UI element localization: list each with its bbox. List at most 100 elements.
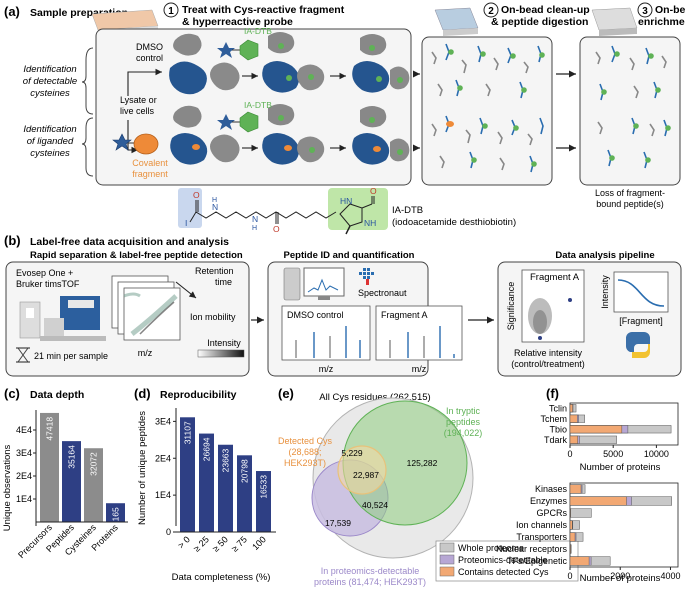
atom-o1: O [193, 190, 200, 200]
f-top-ytick-0: Tclin [549, 403, 567, 413]
f-top-xtick-2: 10000 [644, 449, 669, 459]
c-ytick-3: 3E4 [16, 448, 32, 458]
f-top-bar-1-2 [569, 414, 578, 423]
c-xtick-0: Precursors [16, 522, 54, 560]
tryptic-label-line2: peptides [446, 417, 481, 427]
box1-title: Rapid separation & label-free peptide de… [30, 250, 243, 261]
panel-c-yticks: 1E4 2E4 3E4 4E4 [16, 425, 36, 504]
panel-d-label: (d) [134, 386, 151, 401]
panel-b-label: (b) [4, 233, 21, 248]
d-xtick-2: ≥ 50 [211, 534, 230, 553]
f-bottom-bar-3-2 [569, 520, 573, 530]
lysate-label-line2: live cells [120, 106, 155, 116]
atom-h2: H [252, 225, 257, 232]
panel-d-xlabel: Data completeness (%) [172, 572, 271, 583]
probe-dots-step2 [448, 49, 545, 167]
f-bottom-ytick-4: Transporters [516, 532, 567, 542]
protein-row-1 [169, 32, 410, 95]
f-top-xtick-0: 0 [567, 449, 572, 459]
c-bar-precursors [40, 412, 59, 522]
step-2-title-line2: & peptide digestion [491, 16, 588, 28]
ion-mobility-label: Ion mobility [190, 312, 236, 322]
venn-count-17539: 17,539 [325, 518, 351, 528]
d-bar-3 [237, 455, 252, 532]
step-2-header: 2 On-bead clean-up & peptide digestion [483, 2, 590, 28]
probe-label-row-2: IA-DTB [244, 100, 272, 110]
f-bottom-ytick-0: Kinases [535, 484, 568, 494]
f-bottom-ytick-2: GPCRs [536, 508, 567, 518]
legend-label-2: Contains detected Cys [458, 567, 549, 577]
instrument-line2: Bruker timsTOF [16, 279, 80, 289]
hourglass-icon [16, 347, 30, 363]
atom-o2: O [273, 224, 280, 234]
f-bottom-xtick-2: 4000 [660, 571, 680, 581]
c-bar-value-3: 8165 [111, 507, 121, 526]
structure-highlight-green [328, 188, 388, 230]
row-1-label-line1: Identification [23, 64, 76, 75]
row-1-label-line2: of detectable [23, 76, 77, 87]
intensity-colorbar [197, 349, 245, 358]
well-plate-icon-2 [434, 7, 479, 36]
c-bar-value-1: 35164 [67, 445, 77, 469]
dmso-label-line1: DMSO [136, 42, 163, 52]
probe-icon-row-2: IA-DTB [217, 100, 272, 133]
detected-label-line3: HEK293T) [284, 458, 326, 468]
d-ytick-2: 2E4 [155, 453, 171, 463]
chem-name: IA-DTB [392, 205, 423, 216]
covalent-label-line2: fragment [132, 169, 168, 179]
panel-c-title: Data depth [30, 389, 84, 401]
panel-b: (b) Label-free data acquisition and anal… [4, 233, 682, 377]
d-ytick-1: 1E4 [155, 490, 171, 500]
computer-icon [283, 267, 345, 301]
f-top-bar-2-2 [569, 425, 623, 434]
step-3-number: 3 [642, 6, 648, 17]
c-bar-cysteines [84, 448, 103, 522]
step-1-number: 1 [168, 6, 174, 17]
step-3-header: 3 On-bead enrichment [637, 2, 685, 28]
d-ytick-3: 3E4 [155, 416, 171, 426]
panel-c-ylabel: Unique observations [2, 444, 13, 531]
venn-detected-cys [337, 445, 387, 495]
lysate-label-line1: Lysate or [120, 95, 157, 105]
panel-a: (a) Sample preparation 1 Treat with Cys-… [4, 2, 685, 235]
legend-label-1: Proteomics-detectable [458, 555, 548, 565]
row-2-label: Identification of liganded cysteines [23, 117, 94, 177]
volcano-xlabel2: (control/treatment) [511, 359, 585, 369]
atom-h1: H [212, 197, 217, 204]
row-1-label: Identification of detectable cysteines [23, 47, 94, 115]
f-bottom-frame [569, 482, 679, 568]
retention-label-line2: time [215, 277, 232, 287]
panel-d-ylabel: Number of unique peptides [137, 411, 148, 525]
d-bar-value-2: 23663 [221, 448, 231, 472]
venn-count-40524: 40,524 [362, 500, 388, 510]
f-bottom-ytick-6: TFs/Epigenetic [507, 556, 568, 566]
c-ytick-4: 4E4 [16, 425, 32, 435]
f-bottom-ytick-3: Ion channels [516, 520, 568, 530]
panel-d: (d) Reproducibility Number of unique pep… [134, 386, 276, 583]
f-top-bar-0-2 [569, 404, 573, 413]
row-2-label-line2: of liganded [27, 136, 74, 147]
atom-n2: N [252, 214, 258, 224]
step-1-title-line1: Treat with Cys-reactive fragment [182, 4, 345, 16]
panel-c-label: (c) [4, 386, 20, 401]
dose-response-curve [617, 279, 665, 307]
volcano-points [528, 298, 572, 340]
legend-label-0: Whole proteome [458, 543, 524, 553]
step-1-title-line2: & hyperreactive probe [182, 16, 293, 28]
legend-swatch-1 [439, 554, 455, 565]
detected-label-line1: Detected Cys [278, 436, 333, 446]
structure-highlight-blue [178, 188, 202, 228]
volcano-title: Fragment A [530, 272, 580, 283]
ms-frames [111, 275, 181, 341]
legend-swatch-2 [439, 566, 455, 577]
d-bar-0 [180, 417, 195, 532]
panel-c-bars: 47418Precursors35164Peptides32072Cystein… [16, 412, 128, 560]
atom-nh: NH [364, 218, 376, 228]
all-cys-label: All Cys residues (262,515) [319, 392, 430, 403]
legend: Whole proteomeProteomics-detectableConta… [435, 540, 579, 582]
